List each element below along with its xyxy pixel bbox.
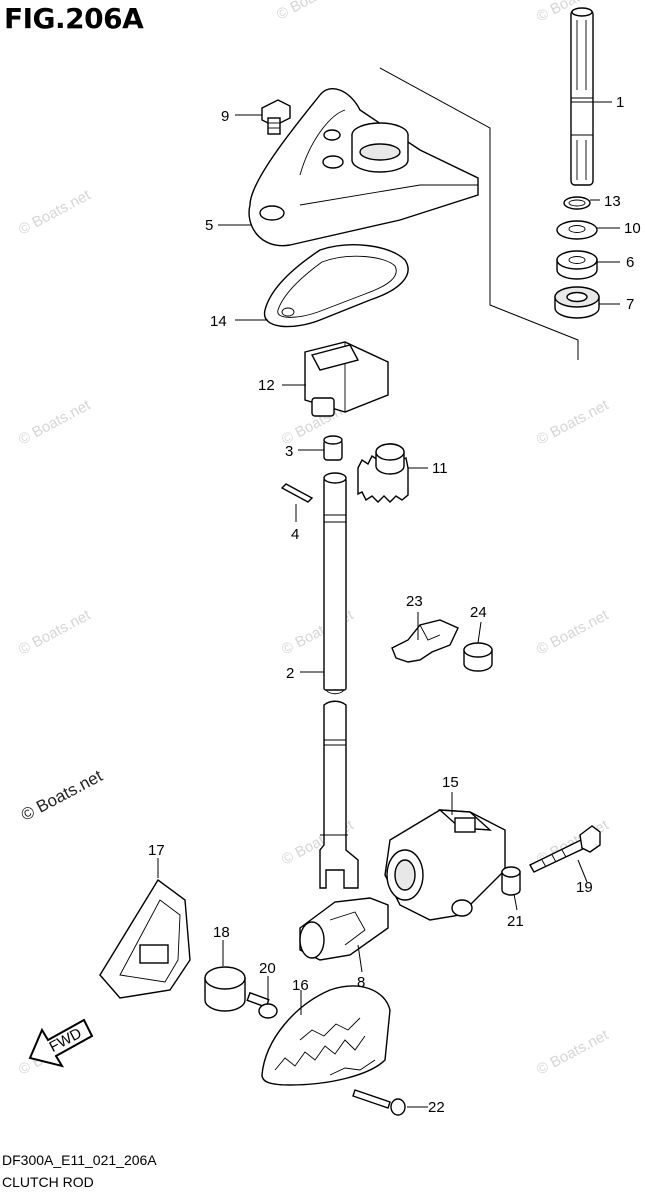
figure-code: DF300A_E11_021_206A — [2, 1152, 157, 1168]
callout-21: 21 — [507, 913, 524, 930]
part-5-housing — [248, 88, 479, 247]
part-15-clutch-housing — [384, 809, 506, 921]
callout-14: 14 — [210, 313, 227, 330]
callout-1: 1 — [616, 94, 624, 111]
part-12-stopper — [304, 341, 389, 417]
callout-16: 16 — [292, 977, 309, 994]
part-11-gear — [357, 443, 409, 503]
part-20-screw — [246, 991, 278, 1019]
callout-5: 5 — [205, 217, 213, 234]
callout-7: 7 — [626, 296, 634, 313]
callout-22: 22 — [428, 1099, 445, 1116]
watermark: © Boats.net — [16, 396, 94, 448]
callout-10: 10 — [624, 220, 641, 237]
part-18-bushing — [204, 966, 246, 1012]
callout-18: 18 — [213, 924, 230, 941]
part-8-shift-cam — [299, 897, 389, 961]
part-17-cover — [99, 878, 191, 999]
part-3-collar — [323, 435, 343, 461]
figure-name: CLUTCH ROD — [2, 1174, 94, 1190]
part-4-pin — [280, 483, 314, 503]
watermark: © Boats.net — [534, 396, 612, 448]
callout-15: 15 — [442, 774, 459, 791]
watermark: © Boats.net — [16, 186, 94, 238]
callout-12: 12 — [258, 377, 275, 394]
part-9-bolt — [261, 99, 291, 135]
callout-4: 4 — [291, 526, 299, 543]
assembly-bracket-line — [379, 67, 579, 360]
part-19-bolt — [529, 825, 601, 873]
watermark: © Boats.net — [16, 606, 94, 658]
part-10-washer — [556, 220, 598, 240]
callout-13: 13 — [604, 193, 621, 210]
part-2-clutch-rod — [319, 472, 359, 889]
figure-title: FIG.206A — [4, 2, 144, 35]
part-7-oil-seal — [554, 286, 600, 319]
watermark: © Boats.net — [274, 0, 352, 24]
callout-2: 2 — [286, 665, 294, 682]
part-22-screw — [352, 1089, 406, 1116]
part-16-cover — [261, 985, 391, 1086]
leader-lines — [157, 101, 620, 1108]
part-1-shaft — [570, 7, 594, 186]
callout-11: 11 — [432, 460, 448, 477]
part-13-ring — [563, 196, 591, 210]
callout-3: 3 — [285, 443, 293, 460]
watermark: © Boats.net — [534, 1026, 612, 1078]
part-14-gasket — [263, 244, 409, 328]
callout-9: 9 — [221, 108, 229, 125]
part-23-clip — [391, 619, 459, 663]
callout-6: 6 — [626, 254, 634, 271]
watermark: © Boats.net — [534, 606, 612, 658]
callout-17: 17 — [148, 842, 165, 859]
part-21-bush — [501, 866, 521, 896]
part-24-cap — [463, 642, 493, 672]
callout-labels: 1 2 3 4 5 6 7 8 9 10 11 12 13 14 15 16 1… — [148, 94, 641, 1116]
callout-8: 8 — [357, 974, 365, 991]
callout-24: 24 — [470, 604, 487, 621]
callout-20: 20 — [259, 960, 276, 977]
callout-23: 23 — [406, 593, 423, 610]
callout-19: 19 — [576, 879, 593, 896]
part-6-bushing — [556, 250, 598, 280]
